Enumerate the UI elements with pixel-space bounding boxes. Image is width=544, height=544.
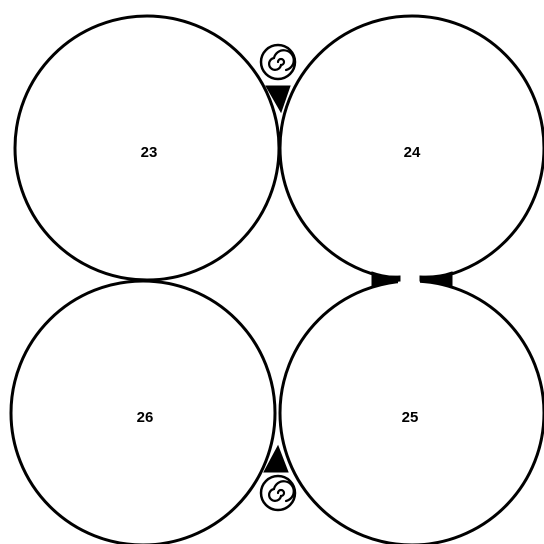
top-connector [259,43,297,112]
bottom-connector [259,446,297,512]
label-25: 25 [402,409,419,426]
gap-right-lip [420,272,452,288]
gap-connector [372,266,452,294]
gap-left-lip [372,272,400,288]
label-23: 23 [141,144,158,161]
label-26: 26 [137,409,154,426]
label-24: 24 [404,144,421,161]
